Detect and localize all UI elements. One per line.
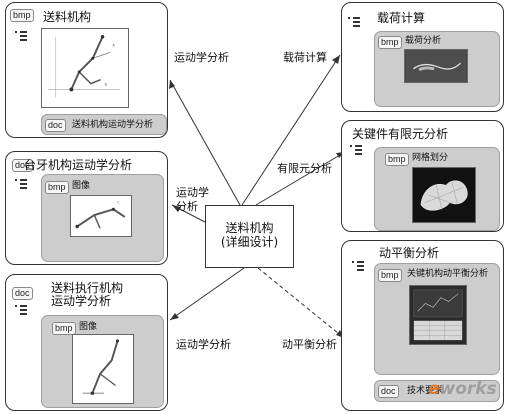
edge-label-kinematics-mid-1: 运动学 [176, 186, 209, 199]
image-panel[interactable]: bmp 关键机构动平衡分析 [374, 263, 500, 375]
node-key-part-fea[interactable]: 关键件有限元分析 bmp 网格划分 [341, 120, 504, 232]
edge-label-kinematics-top: 运动学分析 [174, 51, 229, 64]
doc-label: 技术要求 [407, 386, 444, 396]
panel-label: 关键机构动平衡分析 [407, 269, 489, 279]
svg-text:C: C [117, 200, 120, 205]
edge-to-feed-actuator [169, 267, 245, 321]
node-title: 台牙机构运动学分析 [24, 158, 133, 172]
bmp-tag: bmp [385, 153, 409, 166]
tree-stack-icon[interactable] [15, 31, 27, 41]
center-subtitle: (详细设计) [220, 235, 279, 249]
doc-tag: doc [12, 159, 33, 172]
edge-label-dynamic-balance: 动平衡分析 [282, 338, 337, 351]
node-feed-actuator[interactable]: doc 送料执行机构 运动学分析 bmp 图像 [5, 274, 168, 411]
image-panel[interactable]: bmp 网格划分 [374, 147, 500, 231]
tree-stack-icon[interactable] [15, 305, 27, 315]
bmp-tag: bmp [378, 269, 402, 282]
image-panel[interactable]: bmp 载荷分析 [374, 31, 500, 107]
mechanism-drawing-image: C [70, 195, 132, 237]
node-platen-kinematics[interactable]: doc 台牙机构运动学分析 bmp 图像 C [5, 151, 168, 265]
tree-stack-icon[interactable] [350, 145, 362, 155]
node-title: 关键件有限元分析 [352, 127, 449, 141]
doc-label: 送料机构运动学分析 [72, 120, 154, 130]
node-load-calc[interactable]: 载荷计算 bmp 载荷分析 [341, 2, 504, 112]
bmp-tag: bmp [10, 9, 34, 22]
panel-label: 网格划分 [412, 153, 449, 163]
doc-panel[interactable]: doc 送料机构运动学分析 [41, 114, 167, 135]
mechanism-drawing-image [72, 334, 134, 404]
doc-panel[interactable]: doc 技术要求 [374, 380, 500, 402]
balance-analysis-image [409, 285, 467, 345]
bmp-tag: bmp [52, 322, 76, 335]
node-title-line1: 送料执行机构 [51, 281, 124, 295]
edge-label-kinematics-bottom: 运动学分析 [176, 338, 231, 351]
edge-to-fea [255, 151, 346, 206]
panel-label: 载荷分析 [405, 36, 442, 46]
edge-to-load-calc [241, 54, 341, 206]
center-node-feed-mechanism-detail[interactable]: 送料机构 (详细设计) [205, 205, 294, 268]
doc-tag: doc [378, 385, 399, 398]
panel-label: 图像 [79, 322, 98, 332]
doc-tag: doc [12, 287, 33, 300]
svg-text:B: B [105, 82, 108, 87]
node-title: 动平衡分析 [379, 246, 440, 260]
tree-stack-icon[interactable] [348, 17, 360, 27]
watermark-suffix: works [439, 379, 497, 399]
edge-label-kinematics-mid-2: 分析 [176, 200, 198, 213]
tree-stack-icon[interactable] [352, 261, 364, 271]
tree-stack-icon[interactable] [15, 179, 27, 189]
eworks-watermark: eworks [428, 379, 497, 399]
arrowhead-load-calc [332, 55, 340, 64]
mesh-image [412, 167, 476, 223]
node-title-line2: 运动学分析 [51, 294, 112, 308]
doc-tag: doc [45, 119, 66, 132]
panel-label: 图像 [72, 181, 91, 191]
bmp-tag: bmp [378, 36, 402, 49]
linkage-drawing: AB [47, 35, 121, 98]
svg-text:A: A [112, 43, 115, 48]
image-panel[interactable]: bmp 图像 [41, 315, 164, 408]
edge-label-load-calc: 载荷计算 [283, 51, 327, 64]
arrowhead-feed-actuator [170, 313, 179, 320]
load-plot-image [404, 49, 468, 83]
arrowhead-platen [172, 205, 181, 212]
node-title: 送料机构 [43, 10, 92, 24]
edge-label-fea: 有限元分析 [277, 162, 332, 175]
watermark-prefix: e [428, 379, 440, 399]
image-panel[interactable]: bmp 图像 C [41, 174, 164, 262]
bmp-tag: bmp [45, 181, 69, 194]
edge-to-feed-mechanism [169, 79, 241, 206]
node-title: 载荷计算 [377, 11, 426, 25]
arrowhead-feed-mechanism [169, 80, 175, 89]
node-dynamic-balance[interactable]: 动平衡分析 bmp 关键机构动平衡分析 doc 技术要求 [341, 240, 504, 411]
edge-to-dynamic-balance [257, 267, 345, 339]
center-title: 送料机构 [225, 221, 274, 235]
